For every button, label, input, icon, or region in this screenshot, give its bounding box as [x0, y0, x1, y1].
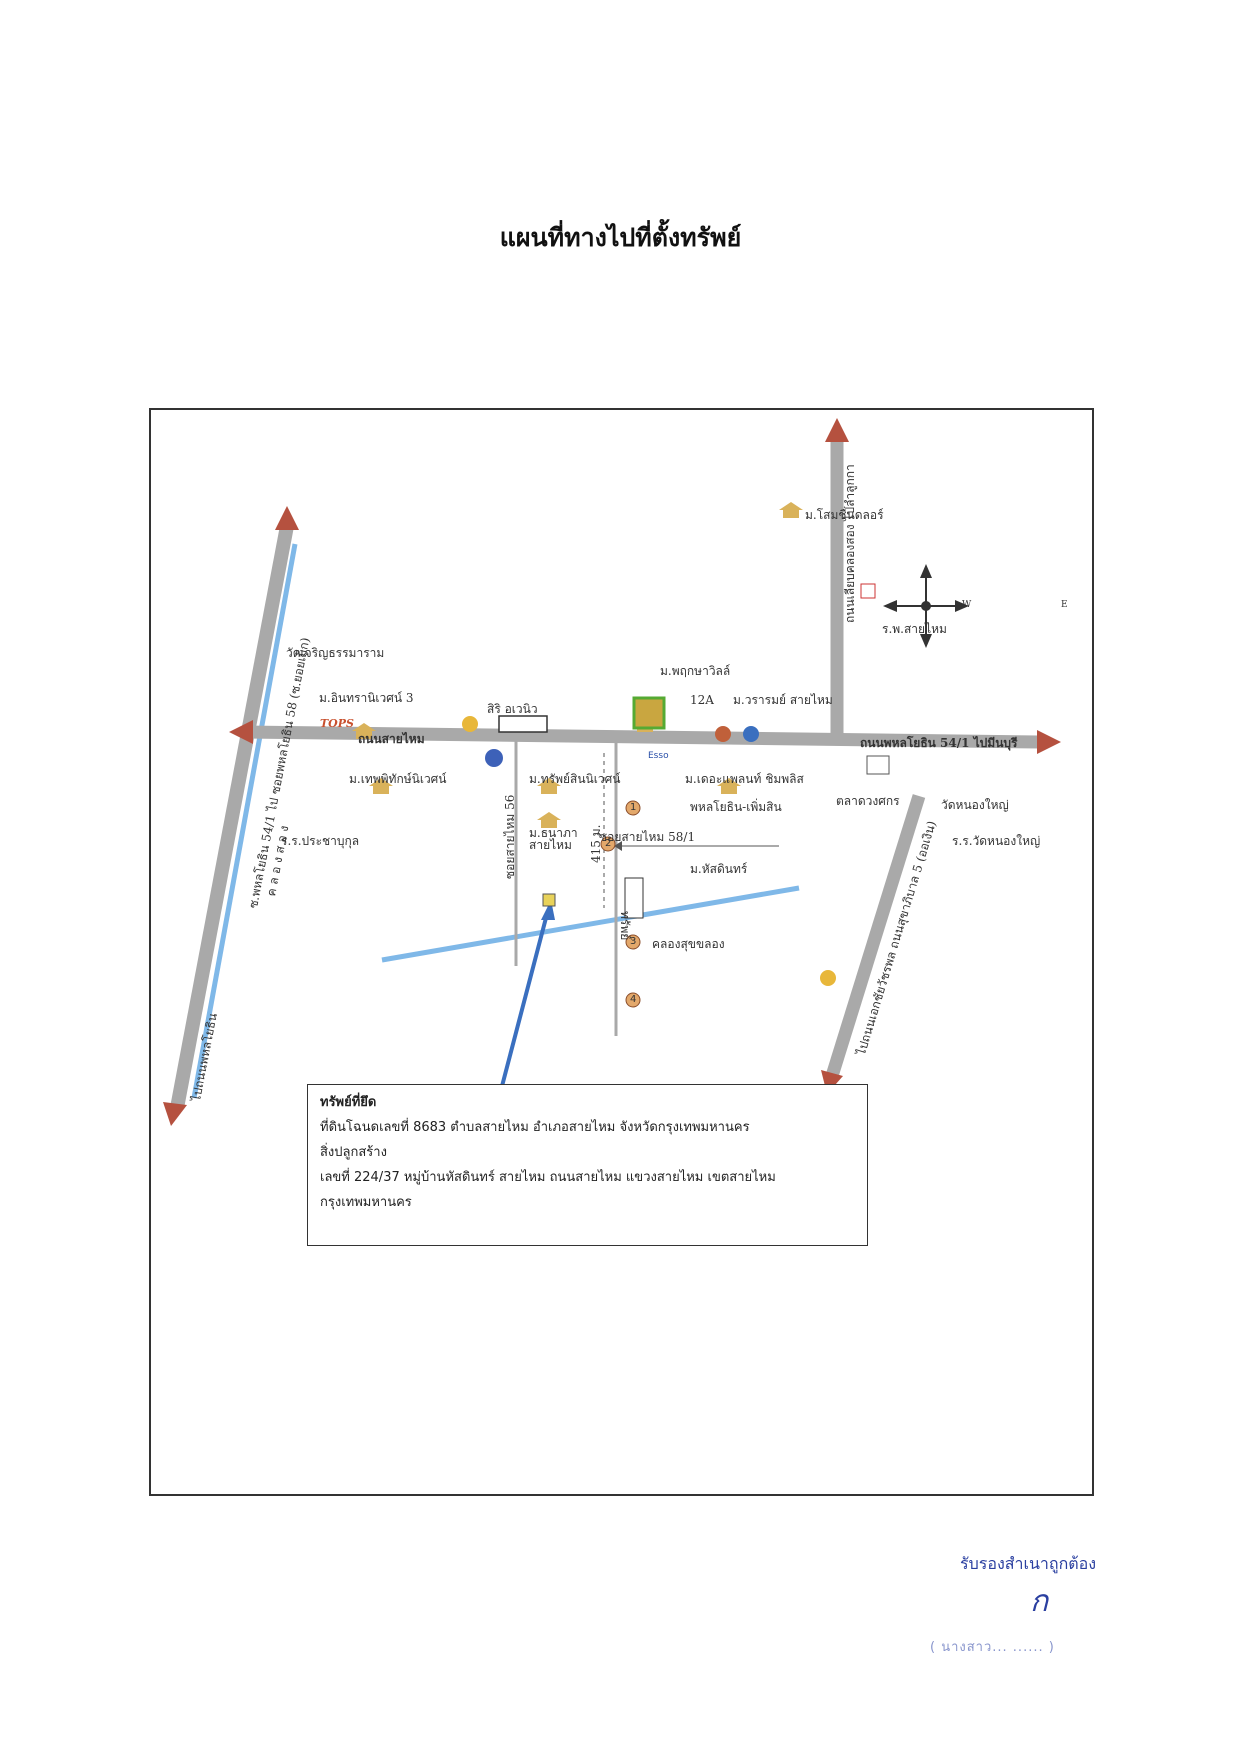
poi-number-2: 2	[605, 838, 612, 849]
label-twelve-a: 12A	[690, 693, 714, 707]
poi-number-3: 3	[630, 936, 637, 947]
label-temple-left: วัดเจริญธรรมาราม	[286, 646, 385, 660]
target-pointer	[499, 913, 549, 1091]
label-school-right: ร.ร.วัดหนองใหญ่	[952, 834, 1041, 848]
shell-icon	[462, 716, 478, 732]
label-village-phahonyothin: พหลโยธิน-เพิ่มสิน	[690, 800, 782, 814]
poi-number-4: 4	[630, 994, 637, 1005]
target-box	[624, 877, 644, 919]
map-frame	[149, 408, 1094, 1496]
signature-name: ( นางสาว... ...... )	[930, 1640, 1055, 1655]
poi-markers	[600, 800, 641, 1008]
arrow-head-top-right	[825, 418, 849, 442]
label-market: ตลาดวงศกร	[836, 794, 900, 808]
arrow-head-left-bottom	[163, 1102, 187, 1126]
road-label-right: ถนนพหลโยธิน 54/1 ไปมีนบุรี	[860, 736, 1018, 750]
label-village-thep: ม.เทพพิทักษ์นิเวศน์	[349, 772, 447, 786]
market-icon	[866, 755, 890, 775]
label-school-left: ร.ร.ประชาบุกุล	[281, 834, 360, 848]
page-title: แผนที่ทางไปที่ตั้งทรัพย์	[499, 223, 742, 252]
arrow-head-right	[1037, 730, 1061, 754]
canal-left	[191, 543, 298, 1099]
shell-icon-2	[820, 970, 836, 986]
signature: ก	[1030, 1584, 1049, 1619]
soi-label-56: ซอยสายไหม 56	[503, 794, 517, 879]
arrow-head-left-main	[229, 720, 253, 744]
seven-eleven-icon	[632, 696, 666, 730]
info-line-province: กรุงเทพมหานคร	[320, 1194, 412, 1210]
target-marker	[542, 893, 556, 907]
house-red-icon	[715, 726, 731, 742]
label-village-inthra: ม.อินทรานิเวศน์ 3	[319, 691, 414, 705]
compass-icon	[883, 564, 969, 648]
info-line-deed: ที่ดินโฉนดเลขที่ 8683 ตำบลสายไหม อำเภอสา…	[320, 1119, 750, 1135]
compass-w-label: W	[962, 600, 972, 610]
label-village-warn: ม.วรารมย์ สายไหม	[733, 693, 833, 707]
hospital-icon	[860, 583, 876, 599]
label-temple-right: วัดหนองใหญ่	[941, 798, 1009, 812]
property-info-box: ทรัพย์ที่ยึด ที่ดินโฉนดเลขที่ 8683 ตำบลส…	[307, 1084, 868, 1246]
soi-pointer-head	[614, 841, 622, 851]
soi-label-58-1-vertical: 415 ม.	[589, 824, 603, 863]
label-village-hasdin: ม.หัสดินทร์	[690, 862, 748, 876]
road-sai-mai	[248, 725, 1040, 749]
info-line-building: สิ่งปลูกสร้าง	[320, 1144, 387, 1160]
label-village-top-right: ม.โสมชื่นดลอร์	[805, 508, 884, 522]
certification-text: รับรองสำเนาถูกต้อง	[960, 1554, 1097, 1573]
road-label-sai-mai: ถนนสายไหม	[358, 732, 425, 746]
road-right	[825, 794, 926, 1078]
compass-e-label: E	[1061, 600, 1068, 610]
label-tops: TOPS	[320, 717, 354, 730]
soi-label-58-1: ซอยสายไหม 58/1	[599, 830, 696, 844]
signboard-icon	[498, 715, 548, 733]
label-esso: Esso	[648, 751, 669, 761]
label-srisawai: สิริ อเวนิว	[487, 702, 538, 716]
info-line-address: เลขที่ 224/37 หมู่บ้านหัสดินทร์ สายไหม ถ…	[320, 1169, 776, 1185]
label-hospital: ร.พ.สายไหม	[882, 622, 947, 636]
label-village-thanya: ม.ธนาภา สายไหม	[529, 826, 578, 852]
location-map	[163, 418, 1061, 1126]
label-village-sapsin: ม.ทรัพย์สินนิเวศน์	[529, 772, 621, 786]
arrow-head-left-top	[275, 506, 299, 530]
road-left	[170, 524, 294, 1110]
gear-icon	[743, 726, 759, 742]
info-heading: ทรัพย์ที่ยึด	[320, 1095, 377, 1110]
gas-icon	[485, 749, 503, 767]
canal-bottom	[381, 885, 800, 963]
label-village-deliphon: ม.เดอะแพลนท์ ชิมพลิส	[685, 772, 804, 786]
poi-number-1: 1	[630, 802, 637, 813]
canal-label-bottom: คลองสุขขลอง	[652, 937, 725, 951]
road-label-top-right: ถนนเลียบคลองสอง ไปลำลูกกา	[843, 464, 857, 623]
label-village-phruksa: ม.พฤกษาวิลล์	[660, 664, 731, 678]
